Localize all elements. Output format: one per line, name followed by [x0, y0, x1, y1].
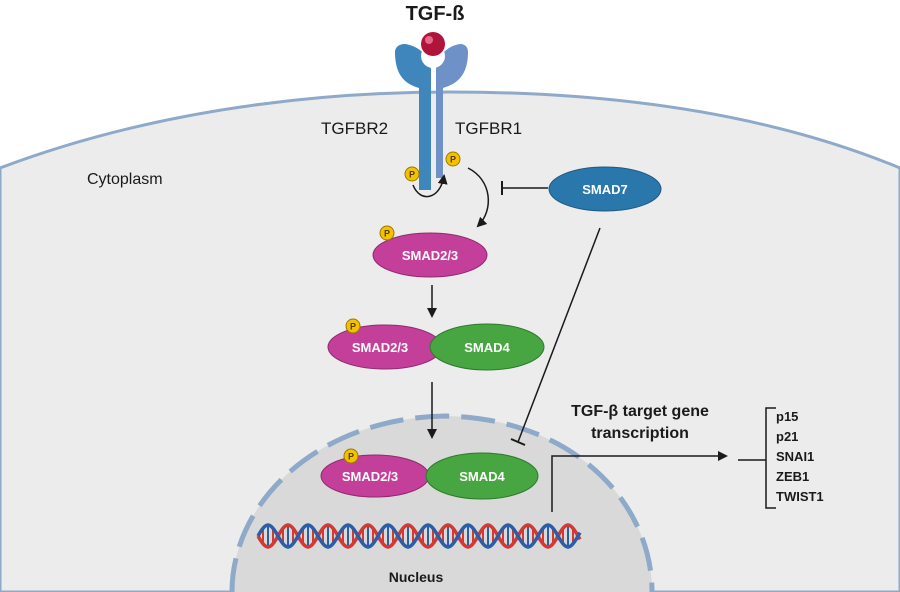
tgfbr2-label: TGFBR2 [321, 119, 388, 138]
diagram-title: TGF-ß [406, 3, 465, 25]
phospho-receptor-left [404, 166, 420, 182]
phospho-smad23 [379, 225, 395, 241]
complex-smad23-label: SMAD2/3 [352, 340, 408, 355]
nuclear-smad23-label: SMAD2/3 [342, 469, 398, 484]
tgfbr1-receptor [436, 44, 468, 178]
phospho-label: P [450, 155, 456, 165]
smad23-oval [372, 232, 488, 278]
complex-smad4-oval [429, 323, 545, 371]
receptor-complex [395, 32, 468, 190]
nuclear-smad4-label: SMAD4 [459, 469, 505, 484]
tgfbr1-label: TGFBR1 [455, 119, 522, 138]
target-gene-list: p15 p21 SNAI1 ZEB1 TWIST1 [776, 409, 824, 504]
target-heading-line2: transcription [591, 425, 689, 442]
target-heading-line1: TGF-β target gene [571, 403, 709, 420]
nucleus-label: Nucleus [389, 569, 444, 585]
gene-item: p21 [776, 429, 798, 444]
phospho-complex [345, 318, 361, 334]
phospho-label: P [409, 170, 415, 180]
phospho-label: P [384, 229, 390, 239]
ligand-highlight [425, 36, 433, 44]
complex-smad4-label: SMAD4 [464, 340, 510, 355]
smad23-label: SMAD2/3 [402, 248, 458, 263]
dna-helix [256, 523, 582, 549]
phospho-receptor-right [445, 151, 461, 167]
smad7-inhibition-nucleus [517, 227, 601, 443]
tgf-beta-ligand [421, 32, 445, 56]
smad7-label: SMAD7 [582, 182, 628, 197]
inhibition-bar-nucleus [510, 438, 526, 446]
autophosphorylation-arrow [412, 174, 448, 198]
phospho-label: P [348, 452, 354, 462]
tgfbr2-receptor [395, 44, 431, 190]
receptor-to-smad-arrow [467, 167, 490, 228]
gene-item: ZEB1 [776, 469, 809, 484]
cytoplasm-label: Cytoplasm [87, 171, 163, 188]
gene-item: SNAI1 [776, 449, 814, 464]
smad7-oval [548, 166, 662, 212]
transcription-arrow [551, 451, 728, 512]
phospho-label: P [350, 322, 356, 332]
target-gene-bracket [738, 407, 776, 509]
gene-item: p15 [776, 409, 798, 424]
gene-item: TWIST1 [776, 489, 824, 504]
nuclear-envelope [229, 413, 655, 592]
phospho-nuclear [343, 448, 359, 464]
dna-strand-blue [256, 523, 582, 549]
nuclear-smad4-oval [425, 452, 539, 500]
